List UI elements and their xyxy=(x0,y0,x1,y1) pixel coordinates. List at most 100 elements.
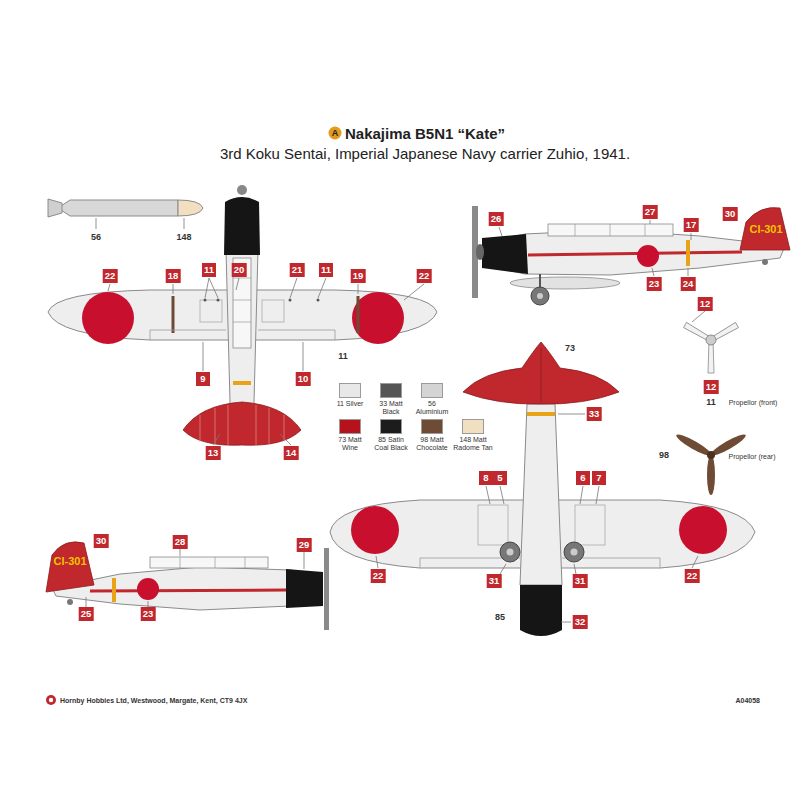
side-view-aircraft xyxy=(180,549,181,556)
underside-view-aircraft xyxy=(580,486,583,504)
diagram-title: Nakajima B5N1 “Kate” xyxy=(345,125,505,142)
underside-view-aircraft xyxy=(330,342,755,636)
underside-view-aircraft xyxy=(507,549,514,556)
side-view-aircraft xyxy=(537,293,543,299)
side-view-aircraft xyxy=(46,542,94,592)
legend-item: 85 Satin Coal Black xyxy=(371,419,411,452)
top-view-aircraft xyxy=(352,292,404,344)
callout-number: 31 xyxy=(487,574,502,588)
side-view-aircraft xyxy=(215,557,216,568)
side-view-aircraft xyxy=(46,542,329,630)
footer-logo xyxy=(46,695,56,705)
callout-number: 26 xyxy=(489,212,504,226)
callout-number: 32 xyxy=(573,615,588,629)
scheme-letter: A xyxy=(328,127,341,140)
top-view-aircraft xyxy=(203,342,204,371)
part-label: Propellor (rear) xyxy=(728,453,775,460)
callout-number: 31 xyxy=(573,574,588,588)
underside-view-aircraft xyxy=(558,414,585,415)
top-view-aircraft xyxy=(357,296,360,333)
side-view-aircraft xyxy=(304,552,305,569)
underside-view-aircraft xyxy=(575,505,605,545)
colour-swatch xyxy=(339,419,361,434)
side-view-aircraft xyxy=(531,287,549,305)
side-view-aircraft xyxy=(245,557,246,568)
torpedo-drawing xyxy=(178,200,203,216)
side-view-aircraft xyxy=(150,557,268,568)
top-view-aircraft xyxy=(183,402,301,445)
side-view-aircraft xyxy=(482,234,528,274)
torpedo-drawing xyxy=(48,199,62,217)
side-view-aircraft xyxy=(324,548,329,630)
part-label: Propellor (front) xyxy=(729,399,778,406)
underside-view-aircraft xyxy=(596,486,599,504)
underside-view-aircraft xyxy=(527,412,555,416)
legend-item: 73 Matt Wine xyxy=(330,419,370,452)
underside-view-aircraft xyxy=(463,342,619,404)
underside-view-aircraft xyxy=(692,556,698,568)
top-view-aircraft xyxy=(209,278,218,298)
top-view-aircraft xyxy=(318,278,326,298)
callout-number: 11 xyxy=(202,263,216,277)
aircraft-marking: CI-301 xyxy=(53,555,86,567)
callout-number: 17 xyxy=(684,218,699,232)
top-view-aircraft xyxy=(236,278,239,290)
underside-view-aircraft xyxy=(564,542,584,562)
top-view-aircraft xyxy=(233,278,251,279)
top-view-aircraft xyxy=(233,322,251,323)
colour-number: 85 xyxy=(495,612,505,622)
callout-number: 33 xyxy=(587,407,602,421)
side-view-aircraft xyxy=(645,224,646,236)
legend-text: 73 Matt Wine xyxy=(330,436,370,452)
top-view-aircraft xyxy=(200,405,284,446)
top-view-aircraft xyxy=(358,284,359,294)
underside-view-aircraft xyxy=(520,585,562,636)
legend-item: 33 Matt Black xyxy=(371,383,411,416)
callout-number: 29 xyxy=(297,538,312,552)
colour-number: 98 xyxy=(659,450,669,460)
side-view-aircraft xyxy=(610,224,611,236)
legend-text: 148 Matt Radome Tan xyxy=(453,436,493,452)
footer-logo xyxy=(49,698,53,702)
propeller-front xyxy=(706,335,716,345)
side-view-aircraft xyxy=(548,224,673,236)
propeller-front xyxy=(684,322,739,373)
callout-number: 20 xyxy=(232,263,247,277)
underside-view-aircraft xyxy=(376,556,378,568)
top-view-aircraft xyxy=(204,299,207,302)
side-view-aircraft xyxy=(86,597,87,607)
side-view-aircraft xyxy=(637,245,659,267)
side-view-aircraft xyxy=(286,569,323,608)
side-view-aircraft xyxy=(762,259,768,265)
colour-swatch xyxy=(339,383,361,398)
diagram-caption: 3rd Koku Sentai, Imperial Japanese Navy … xyxy=(220,145,630,162)
propeller-rear xyxy=(674,432,747,495)
torpedo-drawing xyxy=(48,199,203,229)
callout-number: 8 xyxy=(479,471,493,485)
colour-swatch xyxy=(380,383,402,398)
colour-swatch xyxy=(421,383,443,398)
top-view-aircraft xyxy=(224,197,260,255)
callout-number: 5 xyxy=(493,471,507,485)
underside-view-aircraft xyxy=(500,564,506,574)
propeller-front xyxy=(692,311,705,322)
side-view-aircraft xyxy=(180,557,181,568)
legend-item: 148 Matt Radome Tan xyxy=(453,419,493,452)
propeller-front xyxy=(684,311,739,373)
top-view-aircraft xyxy=(233,300,251,301)
top-view-aircraft xyxy=(82,292,134,344)
callout-number: 22 xyxy=(685,569,700,583)
side-view-aircraft xyxy=(652,268,654,276)
propeller-rear xyxy=(707,451,715,459)
callout-number: 10 xyxy=(296,372,311,386)
top-view-aircraft xyxy=(237,185,247,195)
underside-view-aircraft xyxy=(679,506,727,554)
callout-number: 24 xyxy=(681,277,696,291)
top-view-aircraft xyxy=(280,434,291,445)
underside-view-aircraft xyxy=(478,505,508,545)
underside-view-aircraft xyxy=(486,486,490,504)
side-view-aircraft xyxy=(528,252,742,255)
legend-text: 11 Silver xyxy=(330,400,370,408)
callout-number: 30 xyxy=(94,534,109,548)
